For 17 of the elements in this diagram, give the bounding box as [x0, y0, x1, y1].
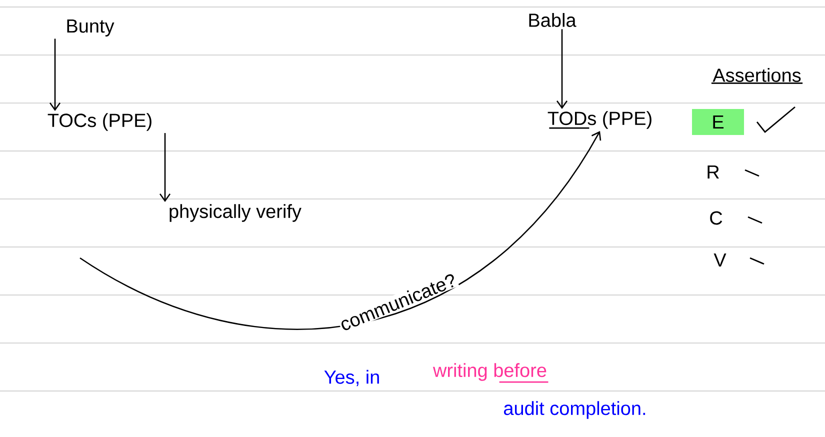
heading: Assertions	[712, 68, 801, 82]
note-text: audit completion.	[504, 401, 646, 419]
handwritten-text: TOCs (PPE)	[48, 113, 152, 131]
arrow	[80, 131, 602, 330]
assertion-letter: E	[713, 115, 724, 129]
handwritten-text: TODs (PPE)	[548, 111, 652, 129]
assertion-letter: C	[710, 211, 722, 225]
arrow	[159, 133, 171, 202]
handwritten-text: Bunty	[67, 20, 114, 36]
arrow	[49, 38, 61, 111]
arrow	[556, 29, 568, 109]
note-text: writing before	[432, 363, 546, 381]
note-text: Yes, in	[324, 370, 379, 386]
handwritten-text: Babla	[529, 13, 576, 27]
assertion-letter: R	[708, 165, 719, 179]
handwritten-text: physically verify	[170, 204, 302, 222]
assertion-letter: V	[714, 253, 726, 267]
